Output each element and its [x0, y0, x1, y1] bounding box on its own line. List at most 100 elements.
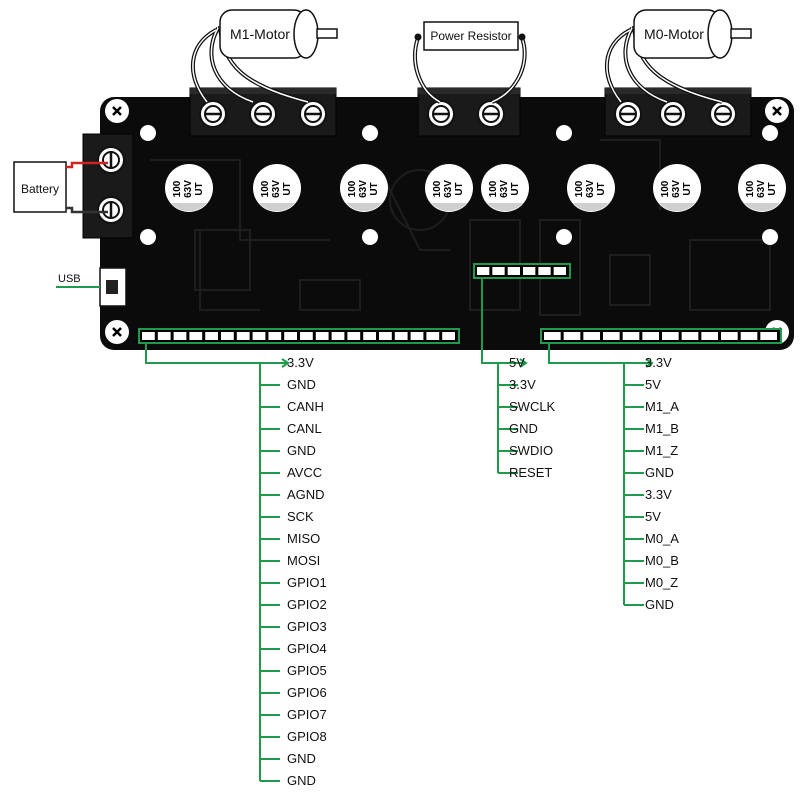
right-pin-header-pin-0 [544, 332, 561, 340]
right-pin-header-pin-8 [701, 332, 718, 340]
capacitor-3 [425, 164, 473, 212]
capacitor-series: UT [596, 182, 607, 195]
usb-port [106, 280, 118, 294]
m0-motor-label: M0-Motor [644, 26, 704, 42]
capacitor-value: 100 [172, 180, 183, 197]
right-pin-header-pin-2 [583, 332, 600, 340]
corner-screw-cross-2 [112, 327, 122, 337]
swd-pin-label: SWCLK [509, 399, 556, 414]
capacitor-1 [253, 164, 301, 212]
left-pin-label: MISO [287, 531, 321, 546]
mounting-hole-4 [140, 229, 156, 245]
left-pin-label: GPIO1 [287, 575, 327, 590]
capacitor-value: 100 [660, 180, 671, 197]
m0-motor-shaft [730, 28, 752, 39]
left-pin-header-pin-9 [284, 332, 297, 340]
capacitor-stripe-0 [171, 203, 207, 212]
left-pin-label: CANH [287, 399, 324, 414]
swd-pin-label: 5V [509, 355, 525, 370]
capacitor-value: 100 [574, 180, 585, 197]
capacitor-4 [481, 164, 529, 212]
battery-body [13, 161, 67, 213]
left-pin-header-pin-16 [394, 332, 408, 340]
right-pin-label: GND [645, 465, 674, 480]
left-pin-header-pin-12 [331, 332, 345, 340]
capacitor-stripe-3 [431, 203, 467, 212]
left-leader-arrow [281, 358, 290, 368]
capacitor-voltage: 63V [499, 180, 510, 198]
mounting-hole-2 [556, 125, 572, 141]
m0-motor-wire-hl-0 [606, 29, 631, 103]
right-pin-label: 5V [645, 377, 661, 392]
left-pin-header-pin-19 [442, 332, 455, 340]
resistor-terminal-block-top [418, 88, 520, 94]
capacitor-stripe-6 [659, 203, 695, 212]
left-pin-label: GPIO4 [287, 641, 327, 656]
capacitor-5 [567, 164, 615, 212]
left-pin-label: GPIO5 [287, 663, 327, 678]
resistor-lead-right [518, 33, 526, 41]
swd-pin-header-pin-0 [477, 267, 490, 275]
swd-pin-label: GND [509, 421, 538, 436]
capacitor-series: UT [510, 182, 521, 195]
left-pin-label: GPIO7 [287, 707, 327, 722]
right-pin-label: M0_B [645, 553, 679, 568]
left-pin-label: MOSI [287, 553, 321, 568]
left-pin-header-pin-15 [379, 332, 392, 340]
swd-pin-label: SWDIO [509, 443, 554, 458]
capacitor-value: 100 [432, 180, 443, 197]
left-pin-label: GPIO3 [287, 619, 327, 634]
capacitor-stripe-1 [259, 203, 295, 212]
m1-motor-wire-hl-1 [210, 27, 254, 103]
m0-motor-cap [707, 9, 733, 59]
battery-label: Battery [21, 182, 59, 196]
mounting-hole-7 [762, 229, 778, 245]
corner-screw-cross-1 [772, 106, 782, 116]
m1-motor-cap [293, 9, 319, 59]
right-pin-header-pin-11 [760, 332, 777, 340]
left-pin-label: GND [287, 773, 316, 788]
right-pin-label: 5V [645, 509, 661, 524]
capacitor-2 [340, 164, 388, 212]
usb-label: USB [58, 273, 81, 285]
left-pin-label: GPIO6 [287, 685, 327, 700]
corner-screw-cross-0 [112, 106, 122, 116]
capacitor-stripe-7 [744, 203, 780, 212]
left-pin-label: GND [287, 443, 316, 458]
pcb-board [100, 97, 794, 350]
swd-pin-header-pin-5 [553, 267, 566, 275]
capacitor-value: 100 [260, 180, 271, 197]
right-pin-header-pin-9 [721, 332, 738, 340]
swd-leader-main [481, 278, 526, 364]
mounting-hole-1 [362, 125, 378, 141]
mounting-hole-0 [140, 125, 156, 141]
capacitor-series: UT [454, 182, 465, 195]
left-pin-header-pin-10 [300, 332, 313, 340]
m0-terminal-block-top [605, 88, 751, 94]
left-pin-header-pin-3 [189, 332, 203, 340]
left-pin-header-pin-4 [205, 332, 218, 340]
right-pin-label: 3.3V [645, 355, 672, 370]
right-pin-label: M0_Z [645, 575, 679, 590]
right-pin-header-pin-6 [662, 332, 679, 340]
left-pin-header-pin-1 [157, 332, 171, 340]
left-pin-header-pin-6 [236, 332, 250, 340]
capacitor-voltage: 63V [756, 180, 767, 198]
right-pin-header-pin-3 [603, 332, 620, 340]
left-pin-label: AVCC [287, 465, 323, 480]
right-pin-label: M0_A [645, 531, 679, 546]
capacitor-value: 100 [488, 180, 499, 197]
mounting-hole-5 [362, 229, 378, 245]
mounting-hole-3 [762, 125, 778, 141]
capacitor-value: 100 [745, 180, 756, 197]
capacitor-voltage: 63V [271, 180, 282, 198]
left-pin-label: GND [287, 377, 316, 392]
m1-motor-wire-hl-0 [192, 29, 217, 103]
left-pin-label: AGND [287, 487, 325, 502]
capacitor-6 [653, 164, 701, 212]
right-pin-header-pin-5 [642, 332, 659, 340]
swd-pin-header-pin-1 [492, 267, 505, 275]
